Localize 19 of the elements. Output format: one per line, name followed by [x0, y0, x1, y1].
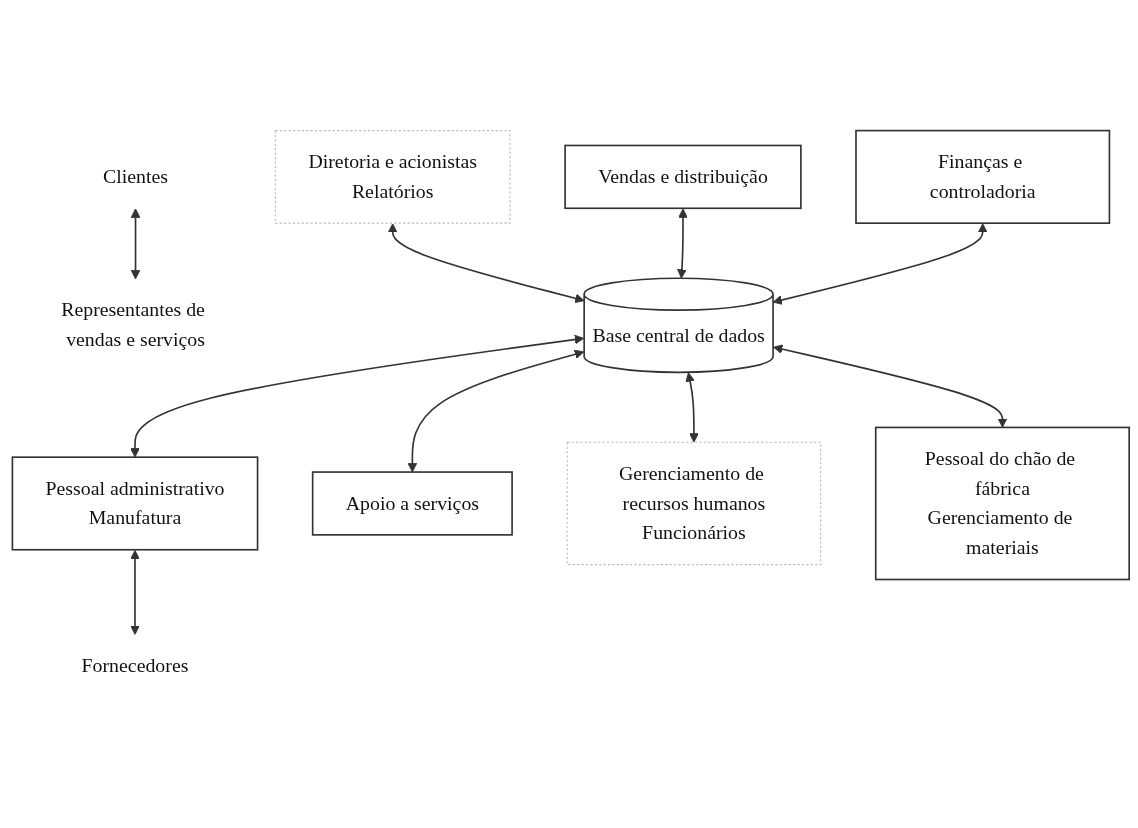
node-box: Pessoal do chão de fábrica Gerenciamento de materiais [874, 426, 1130, 581]
arrow [130, 208, 141, 280]
arrow [130, 549, 140, 636]
arrow [685, 372, 699, 443]
node-text: Clientes [103, 165, 169, 188]
node-box: Pessoal administrativo Manufatura [11, 456, 259, 551]
node-box: Apoio a serviços [311, 471, 513, 536]
node-box: Vendas e distribuição [564, 144, 802, 210]
arrow [407, 349, 585, 473]
arrow [130, 334, 585, 458]
node-box: Diretoria e acionistas Relatórios [274, 130, 511, 224]
arrow [387, 223, 585, 304]
node-box: Finanças e controladoria [855, 129, 1111, 224]
node-box: Gerenciamento de recursos humanos Funcionários [566, 441, 822, 566]
arrow [677, 208, 688, 279]
node-text: Fornecedores [81, 654, 189, 677]
arrow [772, 223, 988, 305]
arrow [773, 344, 1008, 428]
node-text: Representantes de vendas e serviços [61, 298, 205, 351]
